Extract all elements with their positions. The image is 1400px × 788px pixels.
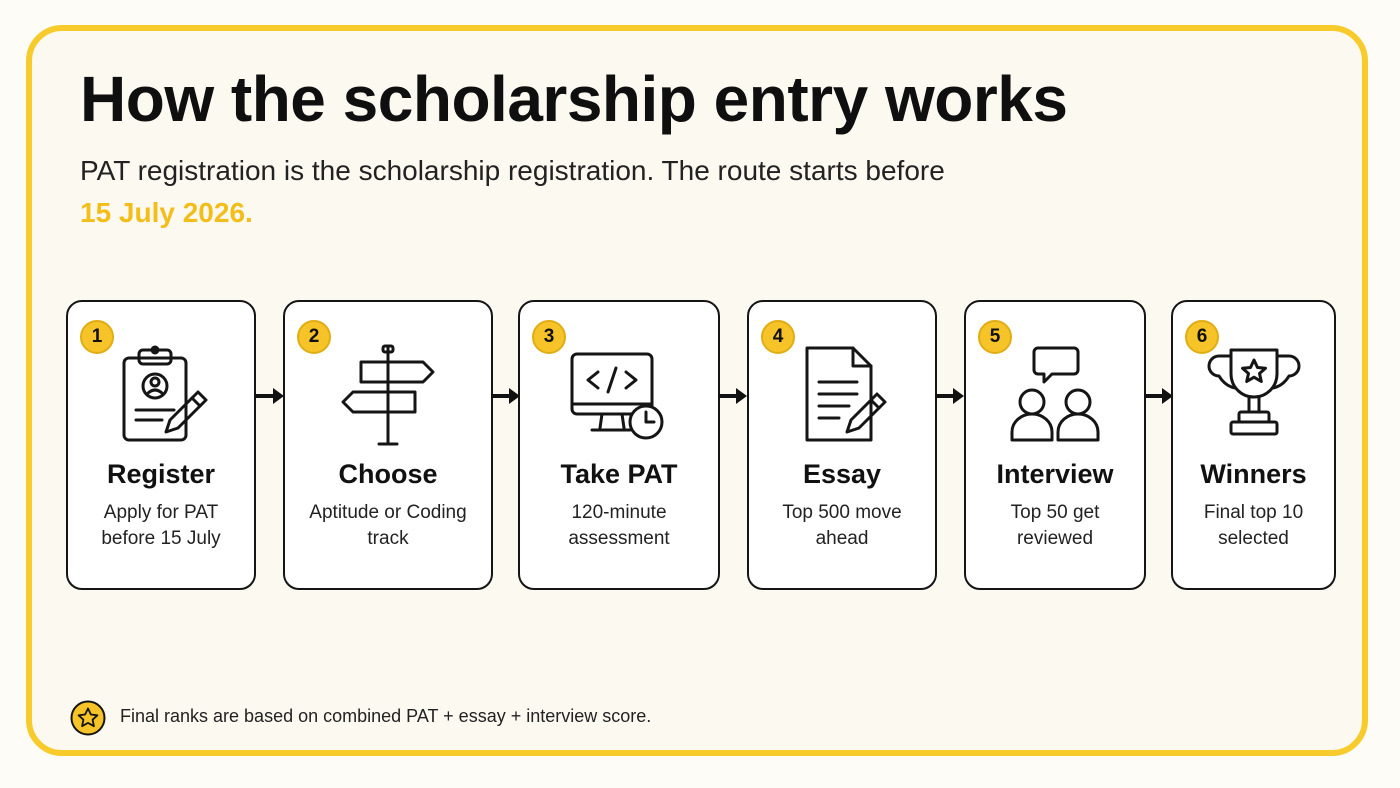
step-description: Top 50 get reviewed: [974, 500, 1136, 552]
step-card-essay: 4 Essay Top 500 move ahead: [747, 300, 937, 590]
arrow-right-icon: [935, 386, 965, 406]
step-description-line: ahead: [815, 528, 869, 549]
step-number-badge: 4: [761, 320, 795, 354]
step-title: Register: [106, 459, 216, 489]
arrow-right-icon: [255, 386, 285, 406]
monitor-code-clock-icon: [564, 340, 674, 450]
step-description: 120-minute assessment: [528, 500, 710, 552]
page-subtitle: PAT registration is the scholarship regi…: [80, 150, 1080, 234]
step-number-badge: 2: [297, 320, 331, 354]
page-title: How the scholarship entry works: [80, 63, 1068, 135]
trophy-icon: [1199, 340, 1309, 450]
footnote: Final ranks are based on combined PAT + …: [120, 706, 652, 726]
step-title: Choose: [338, 459, 438, 489]
step-number-badge: 3: [532, 320, 566, 354]
step-description: Aptitude or Coding track: [293, 500, 483, 552]
step-title: Interview: [996, 459, 1114, 489]
step-card-interview: 5 Interview Top 50 get reviewed: [964, 300, 1146, 590]
step-description: Final top 10 selected: [1181, 500, 1326, 552]
step-title: Take PAT: [560, 459, 678, 489]
step-title: Essay: [802, 459, 882, 489]
clipboard-profile-pencil-icon: [106, 340, 216, 450]
step-description: Top 500 move ahead: [757, 500, 927, 552]
step-card-take-pat: 3 Take PAT 120-minute assessment: [518, 300, 720, 590]
subtitle-deadline: 15 July 2026.: [80, 197, 253, 228]
arrow-right-icon: [718, 386, 748, 406]
step-number-badge: 5: [978, 320, 1012, 354]
step-card-winners: 6 Winners Final top 10 selected: [1171, 300, 1336, 590]
step-card-choose: 2 Choose Aptitude or Coding track: [283, 300, 493, 590]
step-card-register: 1 Register Apply for PAT before 15 July: [66, 300, 256, 590]
step-number-badge: 1: [80, 320, 114, 354]
step-description-line: before 15 July: [101, 528, 221, 549]
arrow-right-icon: [1144, 386, 1174, 406]
step-number-badge: 6: [1185, 320, 1219, 354]
star-icon: [70, 700, 106, 736]
step-description-line: track: [367, 528, 409, 549]
document-pencil-icon: [787, 340, 897, 450]
step-description-line: Aptitude or Coding: [309, 502, 467, 523]
step-title: Winners: [1200, 459, 1307, 489]
step-description-line: assessment: [568, 528, 670, 549]
subtitle-text: PAT registration is the scholarship regi…: [80, 155, 945, 186]
step-description-line: Final top 10: [1203, 502, 1304, 523]
step-description-line: Apply for PAT: [103, 502, 219, 523]
step-description-line: reviewed: [1016, 528, 1094, 549]
step-description-line: 120-minute: [571, 502, 667, 523]
arrow-right-icon: [491, 386, 521, 406]
step-description-line: selected: [1218, 528, 1289, 549]
step-description-line: Top 50 get: [1010, 502, 1100, 523]
step-description-line: Top 500 move: [782, 502, 902, 523]
signpost-icon: [333, 340, 443, 450]
step-description: Apply for PAT before 15 July: [76, 500, 246, 552]
people-chat-icon: [1000, 340, 1110, 450]
